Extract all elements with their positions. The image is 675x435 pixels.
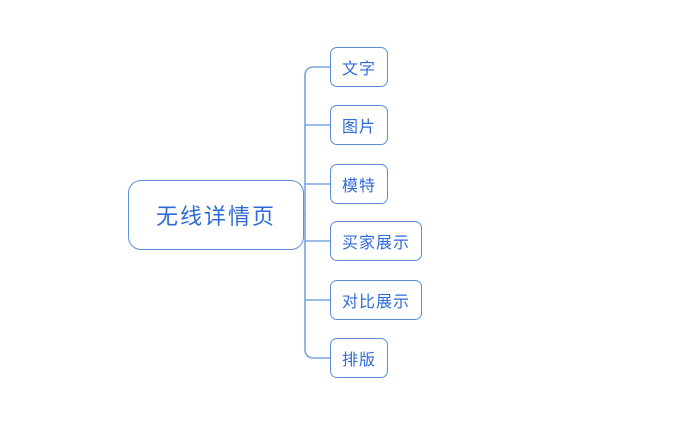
root-node[interactable]: 无线详情页 xyxy=(128,180,304,250)
child-node-1[interactable]: 文字 xyxy=(330,47,388,87)
child-node-5-label: 对比展示 xyxy=(341,294,410,311)
child-node-3[interactable]: 模特 xyxy=(330,164,388,204)
child-node-5[interactable]: 对比展示 xyxy=(330,280,422,320)
child-node-2-label: 图片 xyxy=(341,119,376,136)
child-node-4-label: 买家展示 xyxy=(341,235,410,252)
child-node-6[interactable]: 排版 xyxy=(330,338,388,378)
child-node-1-label: 文字 xyxy=(341,61,376,78)
child-node-6-label: 排版 xyxy=(341,352,376,369)
child-node-2[interactable]: 图片 xyxy=(330,105,388,145)
child-node-3-label: 模特 xyxy=(341,178,376,195)
root-node-label: 无线详情页 xyxy=(155,204,276,229)
child-node-4[interactable]: 买家展示 xyxy=(330,221,422,261)
